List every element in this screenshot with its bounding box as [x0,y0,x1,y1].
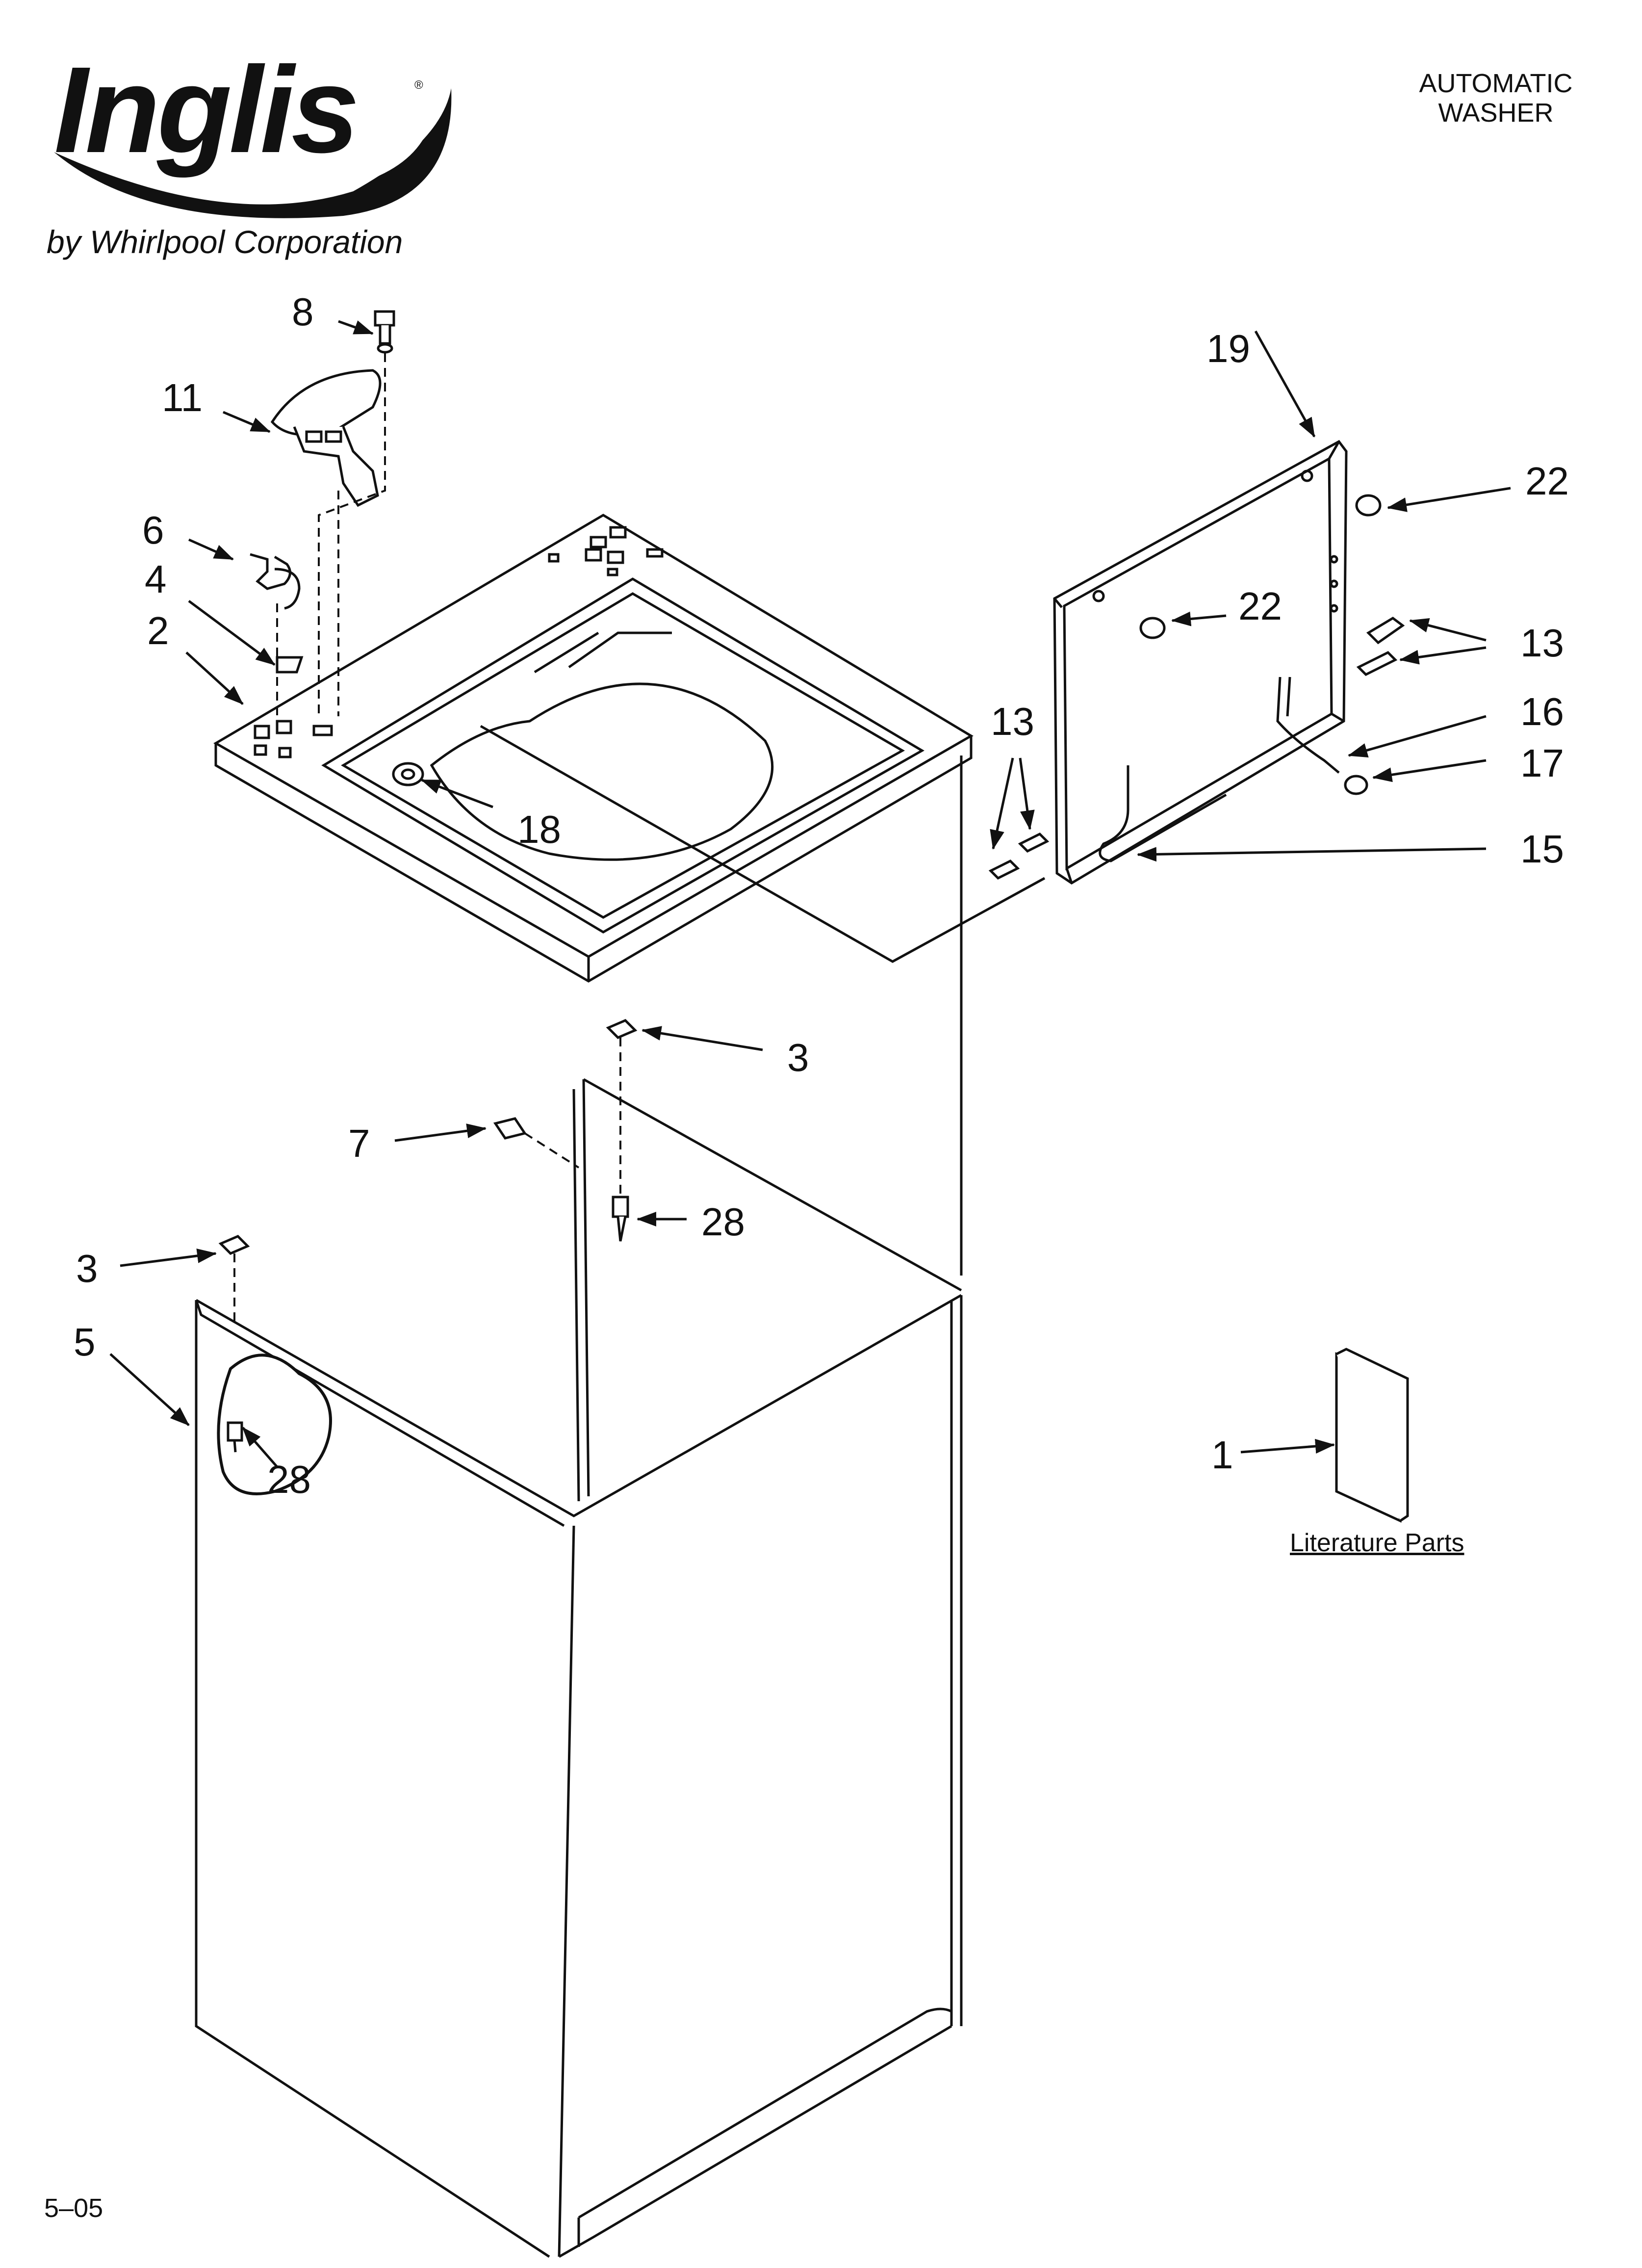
hinge-pin-part [392,762,424,786]
registered-mark: ® [414,78,423,92]
callout-22-top: 22 [1525,459,1569,503]
title-line-1: AUTOMATIC [1419,69,1573,98]
power-cord-part [1099,677,1340,862]
footer-code: 5–05 [44,2193,103,2223]
strain-relief-part-17 [1344,775,1368,795]
title-line-2: WASHER [1438,98,1554,128]
callout-1: 1 [1211,1433,1233,1477]
cabinet [195,756,963,2258]
callout-11: 11 [162,376,203,419]
callout-5: 5 [74,1320,96,1364]
callout-28-lower: 28 [267,1458,311,1501]
literature-parts-label: Literature Parts [1290,1529,1464,1557]
callout-19: 19 [1206,327,1250,370]
literature-booklet [1335,1348,1409,1523]
back-panel [1053,440,1348,885]
callout-15: 15 [1520,827,1564,871]
callout-17: 17 [1520,741,1564,785]
top-panel [213,514,1046,983]
brand-logo-swoosh [54,88,452,218]
callout-3-lower: 3 [76,1247,98,1290]
callout-18: 18 [517,808,561,851]
lid-switch-part [270,369,382,507]
callout-4: 4 [145,557,167,601]
callout-3-upper: 3 [787,1036,809,1079]
clip-part-6 [250,553,301,610]
callout-16: 16 [1520,690,1564,733]
callout-2: 2 [147,609,169,652]
bracket-part-4 [276,656,304,674]
callout-arrows [109,320,1511,1468]
callout-7: 7 [348,1121,370,1165]
callout-13-left: 13 [991,700,1034,743]
screw-8-part [374,310,395,354]
fastener-parts [218,1019,638,1453]
screw-13-part [988,616,1405,880]
callout-6: 6 [142,508,164,552]
cutaway-detail [217,1354,332,1495]
brand-byline: by Whirlpool Corporation [47,224,403,260]
callout-22-inner: 22 [1238,584,1282,628]
plug-part-22 [1139,494,1382,639]
callout-13-right: 13 [1520,621,1564,665]
callout-8: 8 [292,290,314,334]
document-title: AUTOMATIC WASHER [1417,69,1574,128]
brand-logo: Inglis [54,41,359,178]
callout-28-upper: 28 [701,1200,745,1244]
